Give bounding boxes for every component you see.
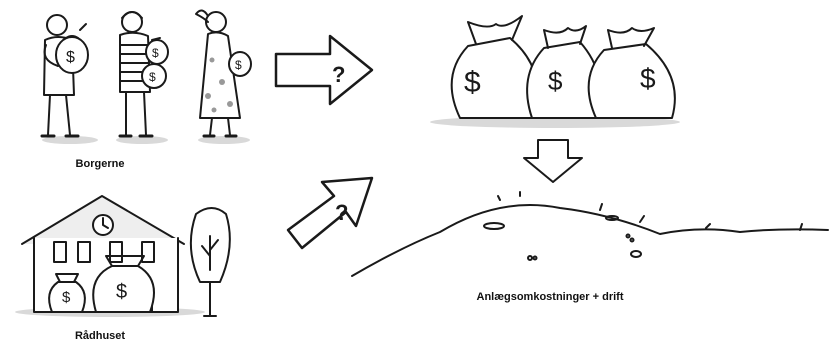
money-symbol: $ [235,58,242,72]
money-symbol: $ [62,289,71,306]
collected-moneybags: $ $ $ [430,16,680,128]
citizen-woman-with-moneybag: $ [196,10,251,144]
money-symbol: $ [548,66,563,96]
citizens-label: Borgerne [40,158,160,170]
costs-label: Anlægsomkostninger + drift [430,291,670,303]
townhall-label: Rådhuset [40,330,160,342]
money-symbol: $ [640,63,656,94]
money-symbol: $ [66,49,75,66]
arrow-down [524,140,582,182]
money-symbol: $ [116,281,127,303]
tree [191,208,230,316]
arrow-right-question-mark: ? [332,62,345,87]
landscape-hill [352,192,828,276]
money-symbol: $ [464,66,481,99]
citizen-man-with-moneybag: $ [42,15,98,144]
arrow-diagonal [288,178,372,248]
money-symbol: $ [152,46,159,60]
townhall-building: $ $ [15,196,205,317]
citizen-striped-man-with-moneybags: $ $ [116,12,168,144]
arrow-diagonal-question-mark: ? [335,200,348,225]
money-symbol: $ [149,70,156,84]
arrow-right [276,36,372,104]
